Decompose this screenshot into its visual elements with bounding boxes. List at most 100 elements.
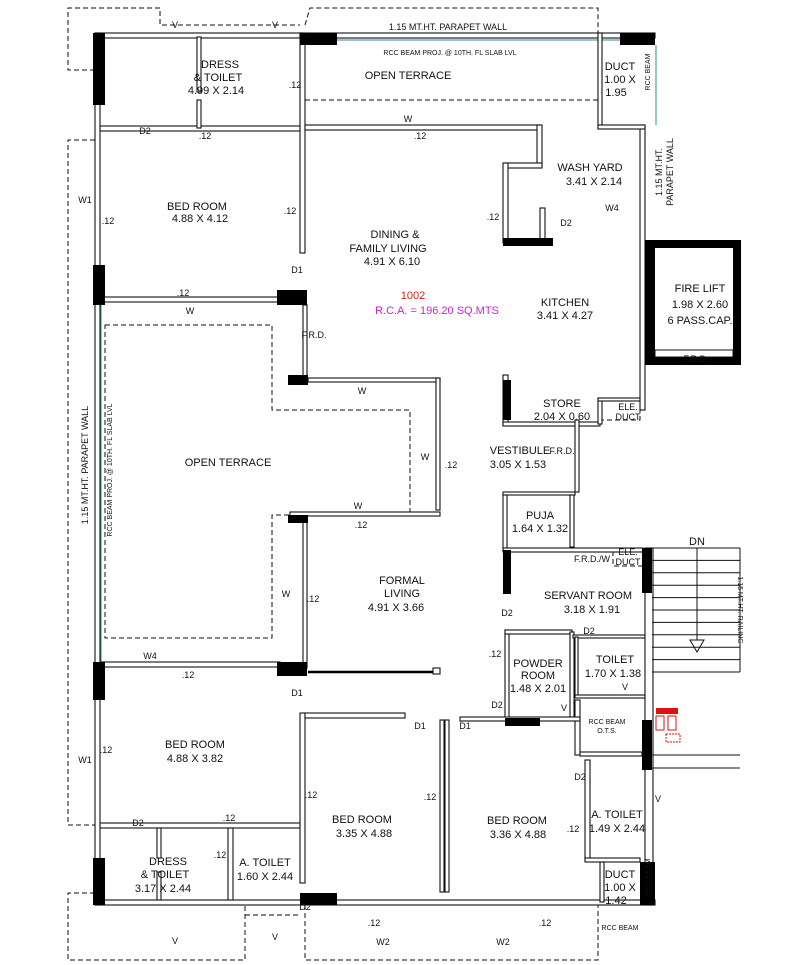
- staircase[interactable]: [652, 547, 741, 769]
- opening-label-d1: D1: [459, 721, 471, 731]
- wall: [574, 694, 646, 699]
- ele-duct-label-2a: ELE.: [618, 547, 638, 557]
- column: [503, 550, 511, 594]
- wall: [569, 494, 575, 548]
- opening-label-w: W: [186, 306, 195, 316]
- svg-text:FIRE LIFT: FIRE LIFT: [675, 283, 726, 295]
- wall-end: [432, 667, 441, 675]
- parapet-right-label-1: 1.15 MT.HT.: [654, 148, 664, 196]
- svg-text:3.35 X 4.88: 3.35 X 4.88: [336, 828, 392, 840]
- opening-label-thickness: .12: [289, 80, 302, 90]
- wall: [597, 397, 603, 425]
- parapet-right-label-2: PARAPET WALL: [665, 138, 675, 206]
- svg-text:STORE: STORE: [543, 398, 581, 410]
- svg-text:1.49 X 2.44: 1.49 X 2.44: [589, 823, 645, 835]
- wall: [584, 857, 641, 863]
- opening-label-thickness: .12: [307, 594, 320, 604]
- opening-label-v: V: [622, 682, 628, 692]
- svg-text:TOILET: TOILET: [596, 654, 635, 666]
- rcc-beam-label-bottom: RCC BEAM: [645, 858, 652, 895]
- svg-text:1.48 X 2.01: 1.48 X 2.01: [510, 683, 566, 695]
- opening-label-thickness: .12: [414, 131, 427, 141]
- opening-label-w4: W4: [605, 203, 619, 213]
- parapet-top-label: 1.15 MT.HT. PARAPET WALL: [389, 22, 507, 32]
- svg-text:3.41 X 4.27: 3.41 X 4.27: [537, 310, 593, 322]
- wall: [99, 822, 301, 829]
- wall: [299, 32, 306, 254]
- svg-text:1.98 X 2.60: 1.98 X 2.60: [672, 299, 728, 311]
- wall: [504, 162, 543, 169]
- wall: [307, 377, 441, 383]
- column: [620, 33, 655, 45]
- open-terrace-outline: [104, 324, 411, 639]
- svg-text:BED ROOM: BED ROOM: [165, 739, 225, 751]
- svg-text:POWDER: POWDER: [513, 658, 563, 670]
- column: [645, 240, 740, 248]
- column: [642, 548, 652, 593]
- opening-label-d1: D1: [414, 721, 426, 731]
- wall: [539, 207, 546, 244]
- rcc-beam-ots-label-2: O.T.S.: [597, 728, 617, 735]
- opening-label-thickness: .12: [445, 460, 458, 470]
- opening-label-w1: W1: [78, 755, 92, 765]
- opening-label-thickness: .12: [355, 520, 368, 530]
- opening-label-d2: D2: [491, 700, 503, 710]
- opening-label-v: V: [561, 703, 567, 713]
- wall: [302, 517, 308, 669]
- svg-text:3.36 X 4.88: 3.36 X 4.88: [490, 829, 546, 841]
- column: [288, 515, 308, 523]
- opening-label-v: V: [172, 936, 178, 946]
- unit-number: 1002: [401, 290, 425, 302]
- rca-area: R.C.A. = 196.20 SQ.MTS: [375, 305, 499, 317]
- svg-text:& TOILET: & TOILET: [194, 72, 243, 84]
- wall: [156, 827, 162, 859]
- svg-text:4.91 X 3.66: 4.91 X 3.66: [368, 602, 424, 614]
- opening-label-w: W: [404, 114, 413, 124]
- svg-text:DUCT: DUCT: [605, 869, 636, 881]
- rcc-beam-label-top: RCC BEAM: [645, 53, 652, 90]
- svg-text:1.60 X 2.44: 1.60 X 2.44: [237, 871, 293, 883]
- ele-duct-label-1b: DUCT: [616, 412, 641, 422]
- opening-label-d1: D1: [291, 688, 303, 698]
- wall: [299, 712, 306, 884]
- column: [733, 240, 741, 365]
- wall: [536, 124, 543, 168]
- ele-duct-label-1a: ELE.: [618, 402, 638, 412]
- opening-label-frd: F.R.D.: [683, 354, 708, 364]
- opening-label-d2: D2: [139, 126, 151, 136]
- svg-text:DINING &: DINING &: [371, 229, 421, 241]
- wall: [574, 419, 580, 493]
- column: [300, 893, 337, 905]
- svg-text:3.05 X 1.53: 3.05 X 1.53: [490, 459, 546, 471]
- wall: [227, 827, 234, 901]
- opening-label-d2: D2: [299, 902, 311, 912]
- svg-text:BED ROOM: BED ROOM: [167, 201, 227, 213]
- wall: [597, 124, 646, 130]
- opening-label-d2: D2: [501, 608, 513, 618]
- svg-text:1.00 X: 1.00 X: [604, 882, 636, 894]
- railing-label: 1.15 MT.HT. RAILING: [736, 576, 743, 643]
- room-bedroom-lower-left: BED ROOM 4.88 X 3.82: [165, 739, 225, 765]
- opening-label-w: W: [358, 386, 367, 396]
- svg-text:& TOILET: & TOILET: [141, 869, 190, 881]
- column: [645, 240, 655, 365]
- svg-text:4.91 X 6.10: 4.91 X 6.10: [364, 256, 420, 268]
- opening-label-thickness: .12: [305, 790, 318, 800]
- opening-label-w: W: [421, 452, 430, 462]
- column: [505, 718, 540, 726]
- wall: [502, 494, 508, 551]
- svg-text:1.95: 1.95: [605, 87, 626, 99]
- column: [93, 662, 105, 700]
- wall: [597, 32, 603, 129]
- svg-text:4.88 X 3.82: 4.88 X 3.82: [167, 753, 223, 765]
- opening-label-d1: D1: [291, 265, 303, 275]
- svg-text:DRESS: DRESS: [201, 59, 239, 71]
